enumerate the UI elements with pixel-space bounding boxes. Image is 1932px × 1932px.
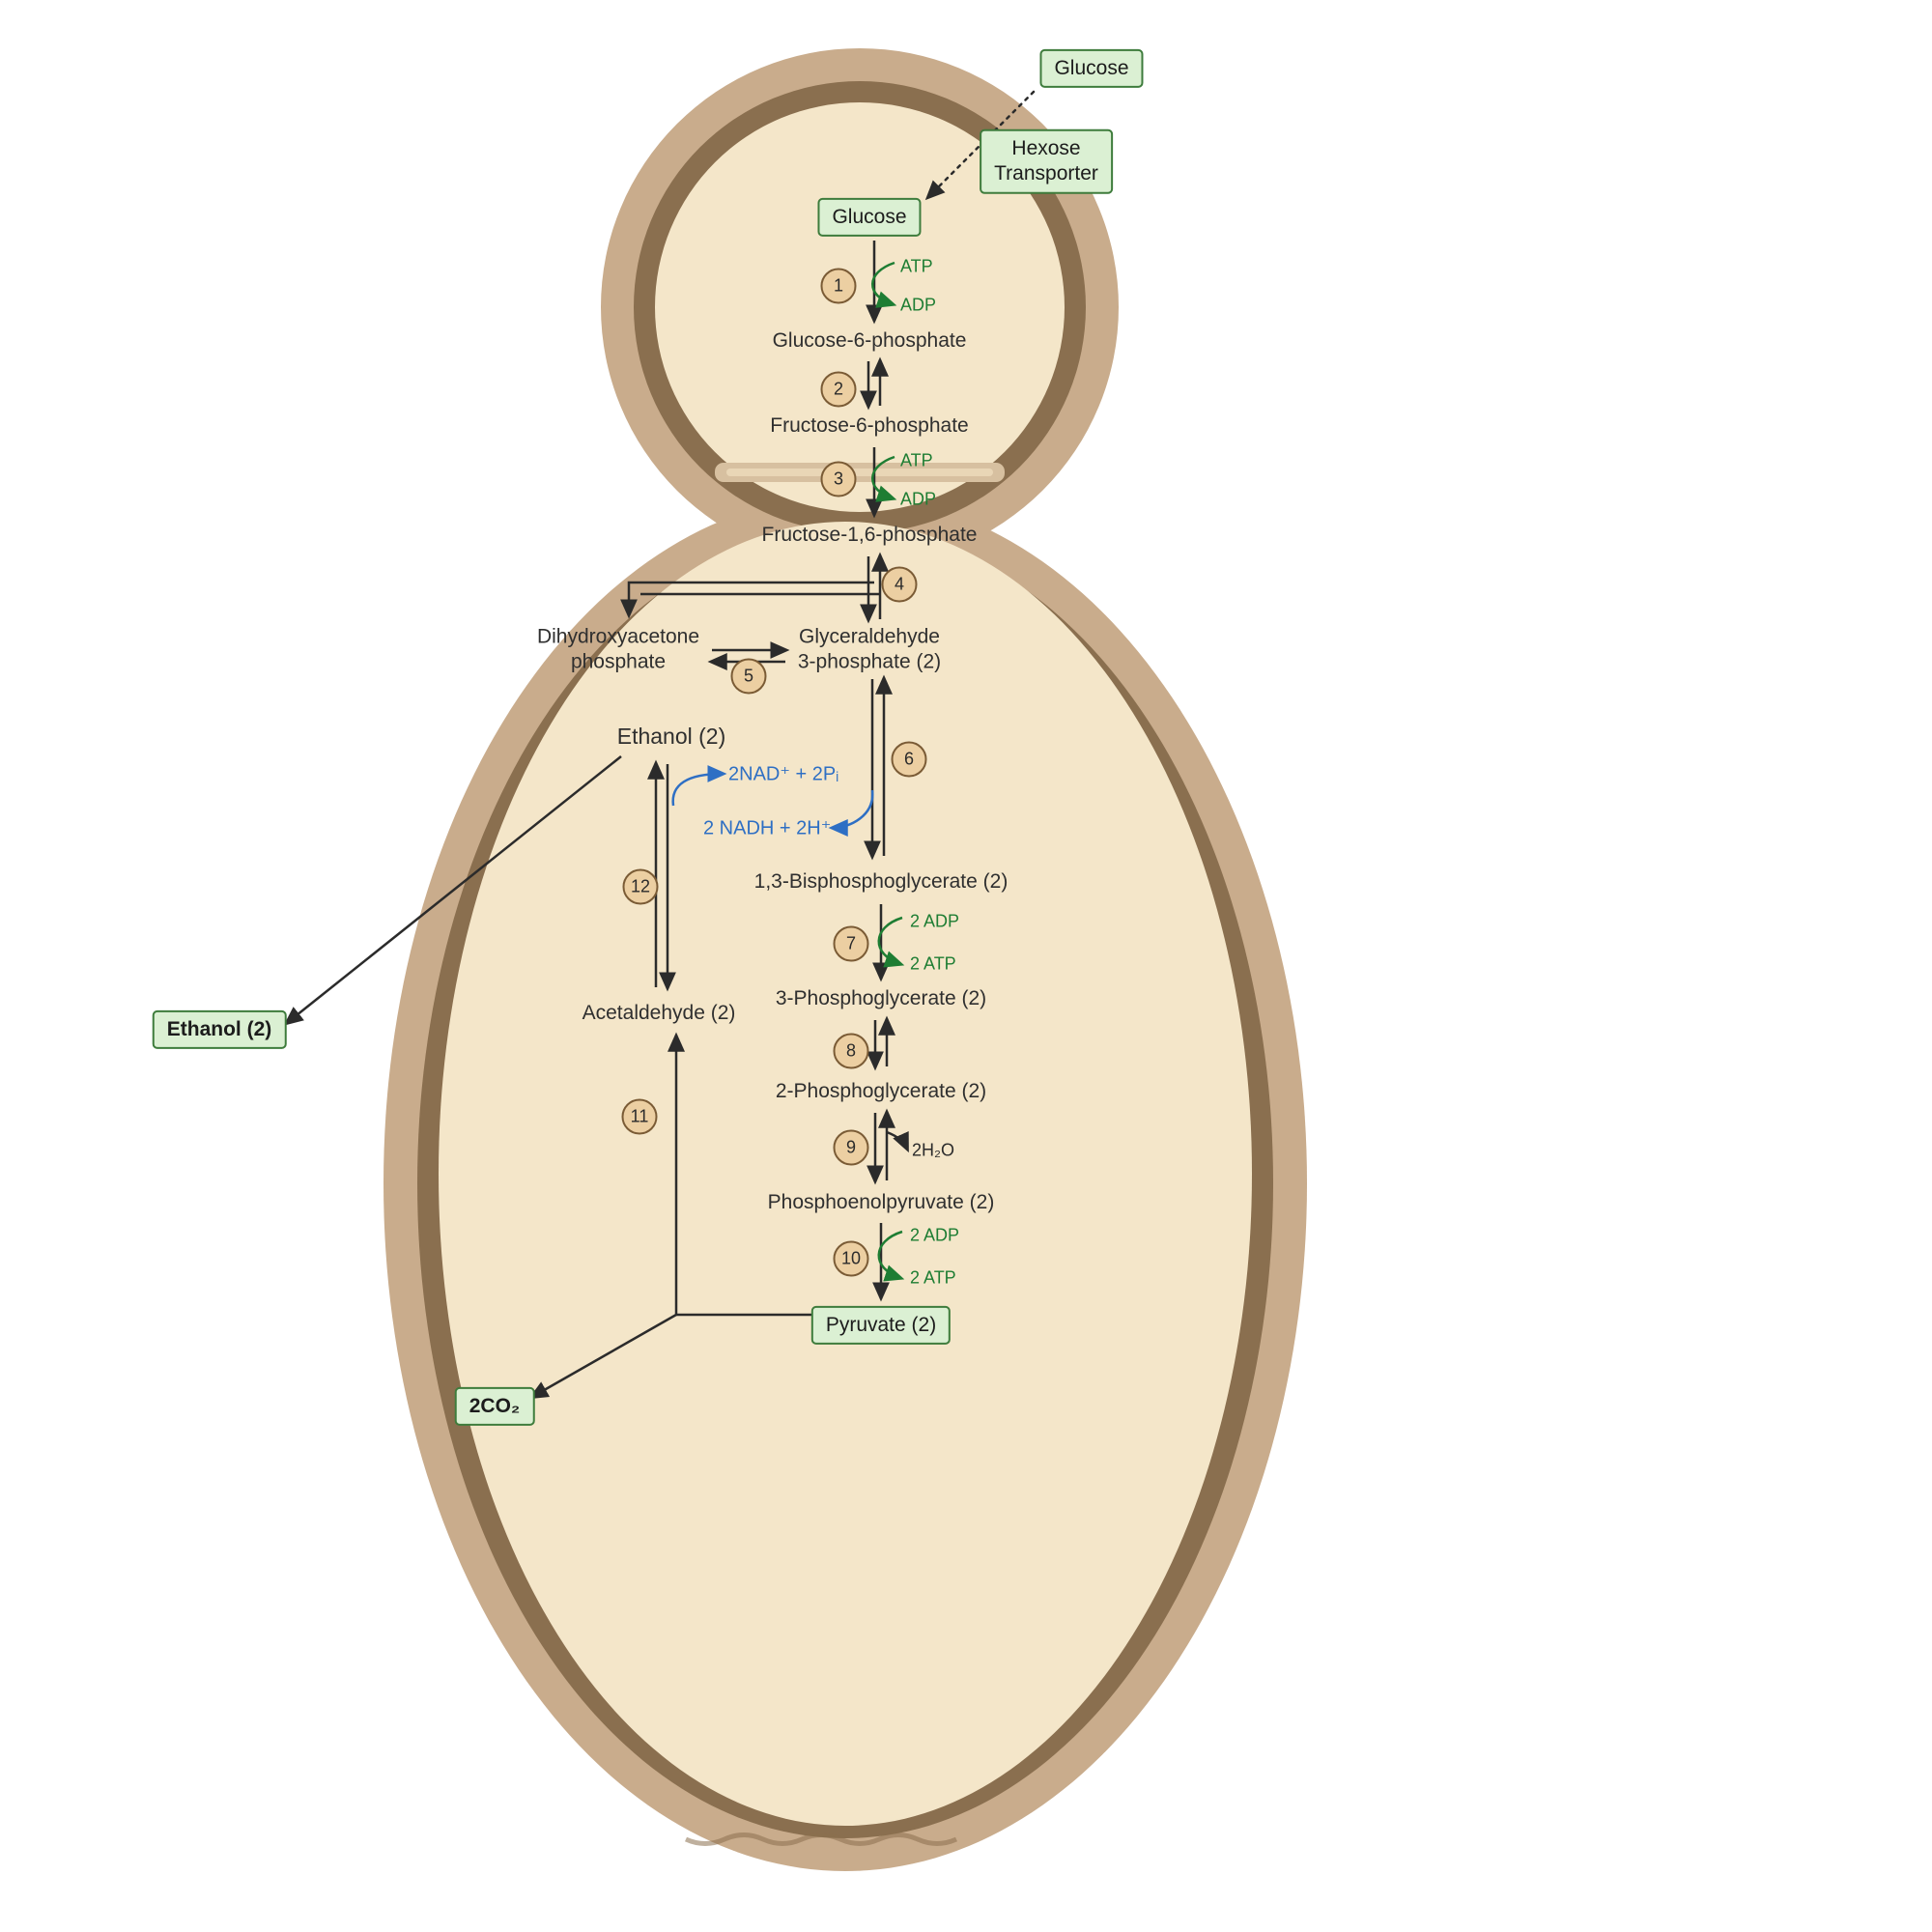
label-atp-step7: 2 ATP: [910, 953, 956, 974]
arrow-ethanol-export: [283, 755, 622, 1026]
label-atp-step1: ATP: [900, 256, 933, 276]
hexose-transporter-box: Hexose Transporter: [980, 128, 1113, 194]
label-dihydroxyacetone-phosphate: Dihydroxyacetone phosphate: [536, 625, 700, 672]
label-fructose-1-6-phosphate: Fructose-1,6-phosphate: [761, 524, 978, 547]
label-atp-step3: ATP: [900, 450, 933, 470]
label-acetaldehyde: Acetaldehyde (2): [582, 1002, 736, 1025]
enzyme-step-5: 5: [730, 658, 767, 695]
arrow-step9-reversible: [867, 1108, 909, 1185]
arrow-step11: [528, 1032, 818, 1400]
label-adp-step10: 2 ADP: [910, 1225, 960, 1245]
enzyme-step-8: 8: [833, 1033, 869, 1069]
label-phosphoenolpyruvate: Phosphoenolpyruvate (2): [767, 1191, 995, 1214]
label-atp-step10: 2 ATP: [910, 1267, 956, 1288]
label-ethanol-internal: Ethanol (2): [616, 723, 726, 749]
arrow-glucose-uptake: [924, 90, 1036, 201]
label-adp-step3: ADP: [900, 489, 937, 509]
label-glucose-6-phosphate: Glucose-6-phosphate: [772, 329, 967, 353]
label-3-phosphoglycerate: 3-Phosphoglycerate (2): [775, 987, 987, 1010]
enzyme-step-12: 12: [622, 868, 659, 905]
enzyme-step-6: 6: [891, 741, 927, 778]
enzyme-step-11: 11: [621, 1098, 658, 1135]
arrow-step4-branch: [620, 552, 889, 624]
label-adp-step7: 2 ADP: [910, 911, 960, 931]
pyruvate-box: Pyruvate (2): [810, 1305, 952, 1346]
arrow-step8-reversible: [867, 1015, 895, 1071]
co2-external-box: 2CO₂: [454, 1386, 535, 1427]
label-glyceraldehyde-3-phosphate: Glyceraldehyde 3-phosphate (2): [797, 625, 942, 672]
cell-wall-texture: [684, 1833, 958, 1846]
enzyme-step-10: 10: [833, 1240, 869, 1277]
label-nadh-h: 2 NADH + 2H⁺: [703, 817, 832, 839]
enzyme-step-4: 4: [881, 566, 918, 603]
enzyme-step-7: 7: [833, 925, 869, 962]
enzyme-step-9: 9: [833, 1129, 869, 1166]
cytoplasm: [439, 102, 1252, 1826]
nad-cycle-arcs: [671, 765, 874, 837]
enzyme-step-3: 3: [820, 461, 857, 497]
arrow-step12-reversible: [647, 759, 676, 992]
bud-septum: [715, 463, 1005, 482]
cofactor-arc-step7: [877, 916, 905, 968]
label-fructose-6-phosphate: Fructose-6-phosphate: [770, 414, 969, 438]
label-nad-pi: 2NAD⁺ + 2Pᵢ: [728, 763, 839, 785]
enzyme-step-1: 1: [820, 268, 857, 304]
arrow-step6-reversible: [864, 674, 893, 861]
label-adp-step1: ADP: [900, 295, 937, 315]
glucose-internal-box: Glucose: [817, 197, 922, 238]
ethanol-external-box: Ethanol (2): [152, 1009, 287, 1050]
arrow-step2-reversible: [860, 356, 889, 411]
cofactor-arc-step10: [877, 1230, 905, 1282]
label-2-phosphoglycerate: 2-Phosphoglycerate (2): [775, 1080, 987, 1103]
label-water-step9: 2H₂O: [912, 1140, 954, 1160]
cofactor-arc-step1: [871, 261, 897, 308]
enzyme-step-2: 2: [820, 371, 857, 408]
glucose-external-box: Glucose: [1039, 48, 1144, 89]
label-1-3-bisphosphoglycerate: 1,3-Bisphosphoglycerate (2): [753, 870, 1009, 894]
cofactor-arc-step3: [871, 455, 897, 502]
